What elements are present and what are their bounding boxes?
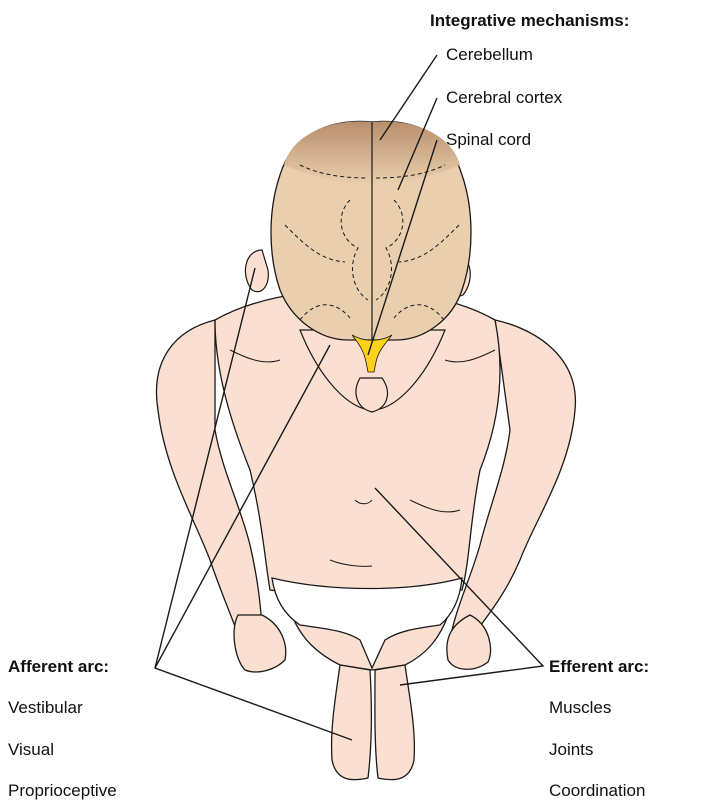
label-joints: Joints (549, 740, 594, 759)
efferent-heading: Efferent arc: (549, 657, 650, 676)
label-proprioceptive: Proprioceptive (8, 781, 117, 800)
cerebellum-pointer (379, 54, 438, 141)
spinal-cord-pointer (367, 139, 438, 356)
spinal-cord (351, 334, 393, 373)
label-muscles: Muscles (549, 698, 612, 717)
efferent-arc-lines (374, 487, 545, 686)
pointer-lines (154, 54, 545, 741)
briefs (271, 577, 463, 670)
cerebral-cortex-pointer (397, 97, 438, 191)
brain-lobe-lines (284, 164, 460, 321)
label-cerebral-cortex: Cerebral cortex (446, 88, 563, 107)
left-foot (330, 664, 372, 781)
integrative-heading: Integrative mechanisms: (430, 11, 630, 30)
left-hand (233, 614, 287, 673)
afferent-visual-pointer (154, 344, 331, 669)
body-figure (156, 289, 577, 781)
left-arm (156, 319, 263, 641)
nose (355, 377, 389, 413)
afferent-heading: Afferent arc: (8, 657, 110, 676)
right-foot (374, 664, 416, 781)
torso-details (229, 349, 496, 567)
label-vestibular: Vestibular (8, 698, 83, 717)
label-visual: Visual (8, 740, 54, 759)
right-hand (446, 614, 492, 670)
right-arm (449, 319, 577, 641)
label-spinal-cord: Spinal cord (446, 130, 532, 149)
label-coordination: Coordination (549, 781, 646, 800)
label-cerebellum: Cerebellum (446, 45, 533, 64)
